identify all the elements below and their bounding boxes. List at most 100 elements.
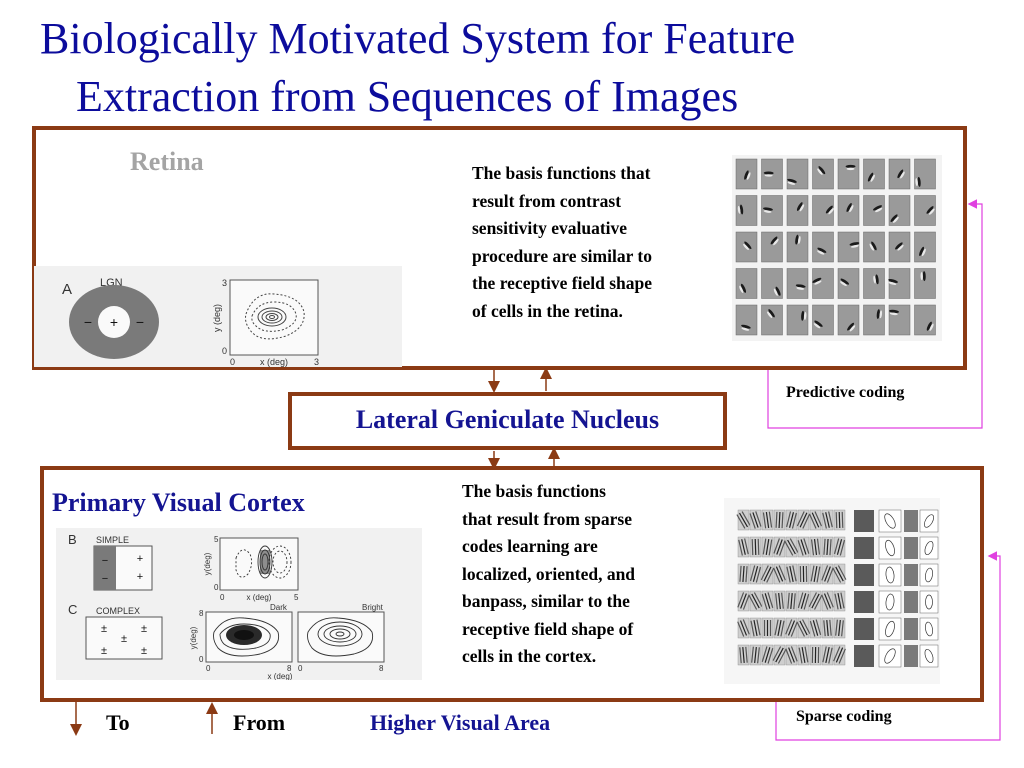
cortex-grating-line bbox=[738, 512, 749, 528]
cortex-grating-line bbox=[802, 513, 811, 529]
cortex-grating-line bbox=[753, 592, 763, 607]
retina-basis-tile bbox=[863, 268, 885, 299]
cortex-grating-line bbox=[741, 539, 746, 555]
cortex-grating-line bbox=[833, 538, 840, 555]
cortex-grating-line bbox=[839, 539, 846, 556]
retina-basis-tile bbox=[812, 231, 834, 263]
cortex-grating-line bbox=[822, 512, 827, 529]
cortex-rf-figure: B SIMPLE − − + + 5 0 0 5 x (deg) y(deg) … bbox=[56, 528, 422, 680]
lgn-box bbox=[288, 392, 727, 450]
cortex-grating-line bbox=[760, 565, 769, 581]
cortex-grating-line bbox=[764, 593, 771, 609]
cortex-grating-line bbox=[810, 539, 815, 556]
y-tick-max: 3 bbox=[222, 278, 227, 288]
cortex-patch bbox=[854, 564, 874, 586]
bright-contour-axes bbox=[297, 611, 385, 663]
lgn-center-plus: + bbox=[110, 314, 118, 330]
retina-basis-tile bbox=[786, 158, 809, 190]
cortex-ellipse bbox=[924, 514, 934, 528]
cortex-ellipse-box bbox=[878, 509, 902, 533]
simple-x-tick-zero: 0 bbox=[220, 593, 225, 602]
cortex-grating-line bbox=[763, 566, 772, 582]
retina-basis-tile bbox=[812, 158, 834, 190]
panel-letter-b: B bbox=[68, 532, 77, 547]
retina-desc-line: the receptive field shape bbox=[472, 273, 652, 293]
cortex-grating-line bbox=[755, 566, 762, 583]
title-line-1: Biologically Motivated System for Featur… bbox=[40, 14, 796, 63]
cortex-grating-line bbox=[744, 538, 749, 555]
retina-label: Retina bbox=[130, 147, 204, 176]
retina-basis-stroke bbox=[900, 171, 905, 179]
simple-minus: − bbox=[102, 573, 108, 585]
cortex-grating-line bbox=[773, 538, 780, 554]
complex-x-tick-max: 8 bbox=[287, 664, 292, 673]
simple-contour-axes bbox=[219, 537, 299, 591]
cortex-desc-line: that result from sparse bbox=[462, 508, 632, 529]
retina-basis-tile bbox=[863, 195, 885, 226]
cortex-patch bbox=[904, 510, 918, 532]
retina-basis-tile bbox=[735, 268, 758, 299]
cortex-grating-line bbox=[838, 511, 841, 529]
cortex-grating-line bbox=[808, 513, 817, 529]
cortex-ellipse-box bbox=[919, 563, 939, 587]
cortex-grating-line bbox=[739, 647, 742, 664]
cortex-grating-line bbox=[742, 594, 750, 610]
cortex-grating-line bbox=[786, 511, 792, 528]
complex-cell-box bbox=[85, 616, 163, 660]
complex-x-tick-zero: 0 bbox=[206, 664, 211, 673]
simple-title: SIMPLE bbox=[96, 535, 129, 545]
cortex-grating-line bbox=[814, 511, 823, 527]
cortex-grating-line bbox=[813, 538, 818, 556]
cortex-patch bbox=[854, 537, 874, 559]
cortex-patch bbox=[904, 591, 918, 613]
retina-basis-stroke bbox=[846, 167, 855, 171]
cortex-grating-line bbox=[762, 512, 767, 529]
cortex-grating-line bbox=[757, 647, 760, 664]
cortex-grating-line bbox=[749, 565, 756, 582]
cortex-grating-line bbox=[768, 511, 773, 528]
cortex-basis-figure bbox=[724, 498, 940, 684]
cortex-patch bbox=[904, 618, 918, 640]
complex-pm: ± bbox=[141, 645, 147, 657]
retina-desc-line: The basis functions that bbox=[472, 163, 651, 183]
cortex-grating-line bbox=[829, 539, 832, 556]
retina-desc-line: of cells in the retina. bbox=[472, 300, 623, 321]
panel-letter-c: C bbox=[68, 602, 77, 617]
cortex-grating-line bbox=[768, 539, 773, 556]
cortex-grating-line bbox=[825, 512, 830, 528]
retina-basis-stroke bbox=[739, 285, 744, 294]
retina-basis-grid bbox=[732, 155, 942, 341]
cortex-grating-line bbox=[761, 594, 768, 610]
cortex-grating-line bbox=[766, 567, 775, 583]
complex-pm: ± bbox=[121, 633, 127, 645]
footer-higher-visual-area: Higher Visual Area bbox=[370, 710, 551, 735]
cortex-ellipse-box bbox=[919, 644, 939, 668]
complex-y-tick-max: 8 bbox=[199, 609, 204, 618]
cortex-grating-line bbox=[742, 565, 745, 583]
cortex-grating-line bbox=[752, 512, 759, 528]
cortex-grating-line bbox=[748, 595, 758, 610]
retina-basis-tile bbox=[914, 304, 936, 336]
simple-y-tick-zero: 0 bbox=[214, 583, 219, 592]
cortex-grating-line bbox=[784, 541, 794, 556]
cortex-grating-line bbox=[823, 538, 826, 555]
retina-lgn-figure: A LGN + − − 3 0 0 3 x (deg) y (deg) bbox=[34, 266, 402, 367]
cortex-grating-line bbox=[761, 646, 768, 662]
complex-y-axis-label: y(deg) bbox=[189, 626, 198, 649]
cortex-grating-line bbox=[797, 540, 804, 556]
complex-pm: ± bbox=[141, 623, 147, 635]
retina-basis-stroke bbox=[763, 171, 774, 175]
retina-basis-tile bbox=[761, 304, 783, 336]
retina-basis-tile bbox=[914, 231, 936, 263]
complex-x-axis-label: x (deg) bbox=[268, 672, 293, 680]
retina-basis-stroke bbox=[867, 172, 874, 182]
cortex-ellipse bbox=[924, 540, 934, 556]
cortex-patch bbox=[904, 564, 918, 586]
cortex-grating-line bbox=[767, 648, 774, 664]
cortex-grating-line bbox=[803, 538, 810, 554]
cortex-grating-line bbox=[764, 647, 771, 663]
retina-basis-tile bbox=[735, 195, 758, 226]
cortex-ellipse-box bbox=[919, 536, 939, 560]
cortex-grating-line bbox=[811, 512, 820, 528]
cortex-grating-line bbox=[736, 514, 746, 529]
